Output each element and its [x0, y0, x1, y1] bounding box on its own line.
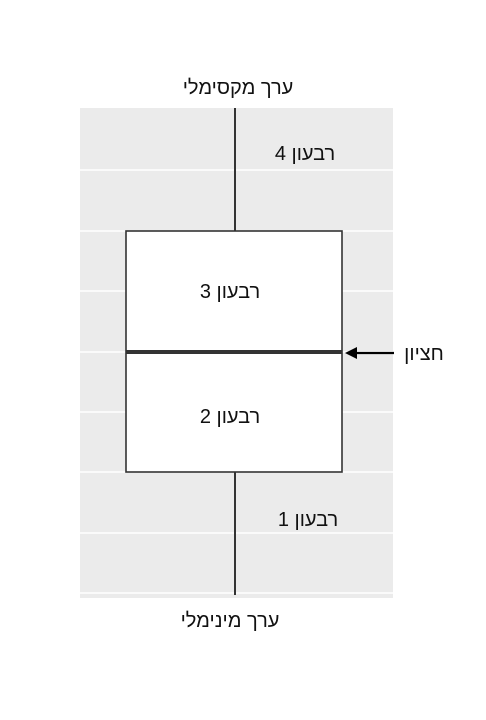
- quartile-2-label: רבעון 2: [200, 406, 260, 428]
- median-label: חציון: [404, 343, 444, 365]
- quartile-4-label: רבעון 4: [275, 143, 335, 165]
- min-value-label: ערך מינימלי: [181, 610, 280, 632]
- max-value-label: ערך מקסימלי: [183, 77, 294, 99]
- quartile-1-label: רבעון 1: [278, 509, 338, 531]
- quartile-3-label: רבעון 3: [200, 281, 260, 303]
- median-arrow-icon: [345, 347, 357, 359]
